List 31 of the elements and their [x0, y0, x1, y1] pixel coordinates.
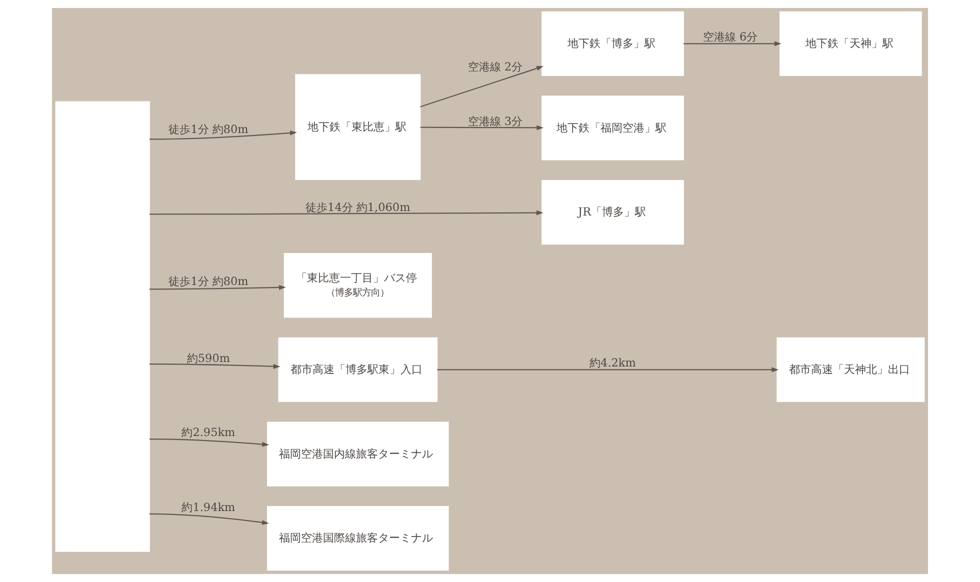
arrow: [420, 125, 544, 130]
node-box: 地下鉄「天神」駅: [780, 11, 922, 76]
node-box: 地下鉄「東比恵」駅: [295, 74, 421, 180]
arrow: [684, 41, 782, 46]
node-box: 地下鉄「博多」駅: [542, 11, 684, 76]
node-box: 「東比恵一丁目」バス停 （博多駅方向）: [284, 253, 432, 318]
arrow: [149, 285, 286, 290]
node-box: 福岡空港国際線旅客ターミナル: [267, 506, 449, 571]
arrow: [149, 438, 270, 447]
node-box: 都市高速「博多駅東」入口: [278, 337, 438, 402]
arrow: [437, 367, 779, 372]
edge-label: 約2.95km: [182, 426, 236, 439]
arrow: [149, 130, 297, 140]
edge-label: 空港線 2分: [468, 60, 523, 74]
edge-label: 約1.94km: [182, 500, 236, 514]
edge-label: 空港線 6分: [702, 30, 758, 44]
edge-label: 徒歩1分 約80m: [168, 123, 248, 136]
edge-label: 約4.2km: [590, 356, 636, 370]
edge-label: 空港線 3分: [468, 114, 523, 128]
arrow: [149, 513, 270, 525]
edge-label: 徒歩14分 約1,060m: [306, 200, 410, 214]
arrow: [149, 210, 544, 216]
arrow: [149, 364, 280, 369]
node-box: JR「博多」駅: [542, 180, 684, 245]
arrow: [420, 66, 544, 108]
node-box: [55, 101, 150, 552]
node-box: 地下鉄「福岡空港」駅: [542, 96, 684, 160]
edge-label: 徒歩1分 約80m: [168, 275, 248, 288]
node-box: 都市高速「天神北」出口: [776, 337, 925, 402]
node-box: 福岡空港国内線旅客ターミナル: [267, 422, 449, 486]
edge-label: 約590m: [186, 352, 230, 365]
